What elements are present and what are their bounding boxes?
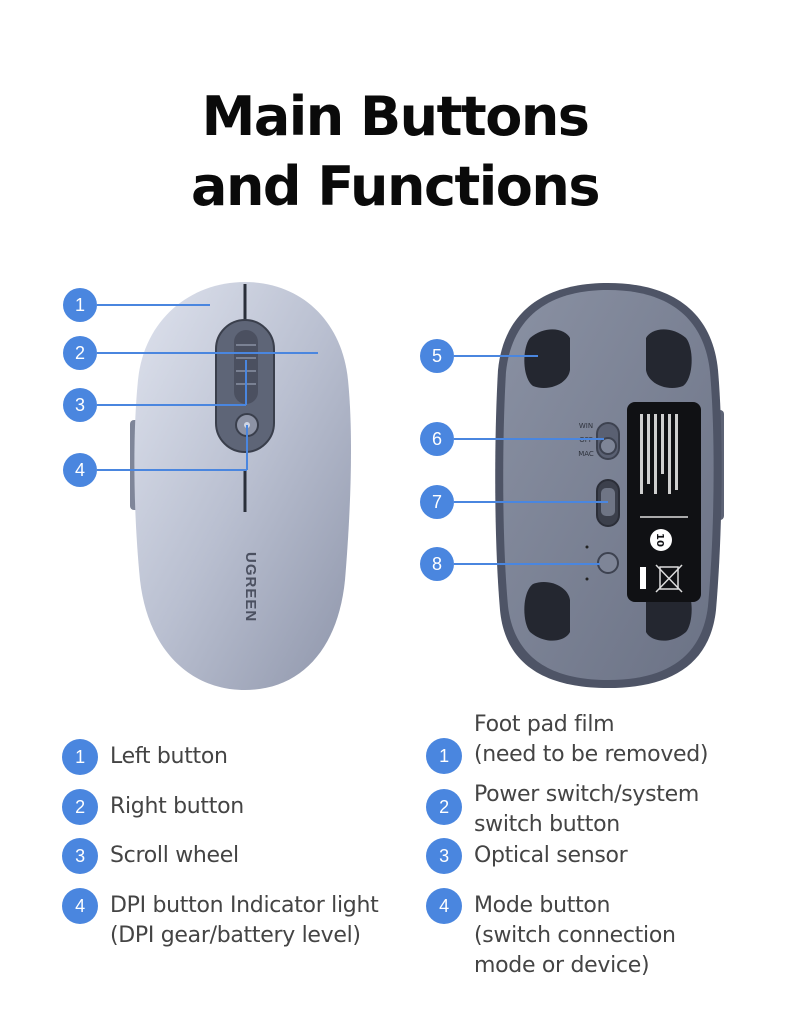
front-mouse: UGREEN [130,282,352,690]
legend-text-line1: Power switch/system [474,782,699,807]
callout-1: 1 [63,288,97,322]
legend-text: Left button [110,744,228,769]
legend-number: 3 [62,838,98,874]
callout-5: 5 [420,339,454,373]
callout-7: 7 [420,485,454,519]
title-line-1: Main Buttons [201,85,590,148]
legend-text-line3: mode or device) [474,953,650,978]
back-callout-lines [454,355,608,565]
callout-3: 3 [63,388,97,422]
legend-number: 3 [426,838,462,874]
legend-text: Optical sensor [474,843,628,868]
legend-text: Scroll wheel [110,843,239,868]
switch-label-win: WIN [579,422,593,430]
legend-number: 2 [62,789,98,825]
label-badge-text: 10 [654,533,665,547]
legend-text-line2: switch button [474,812,620,837]
legend-number: 2 [426,789,462,825]
legend-text-line1: Mode button [474,893,611,918]
legend-text-line2: (DPI gear/battery level) [110,923,361,948]
switch-label-mac: MAC [578,450,594,458]
back-mouse: WIN OFF MAC 10 [495,283,724,688]
callout-2: 2 [63,336,97,370]
callout-8: 8 [420,547,454,581]
legend-number: 1 [62,739,98,775]
mouse-illustrations: UGREEN WIN OFF MAC 10 [97,282,724,690]
title-line-2: and Functions [191,155,600,218]
callout-4: 4 [63,453,97,487]
legend-text-line2: (switch connection [474,923,676,948]
legend-text-line2: (need to be removed) [474,742,709,767]
callout-6: 6 [420,422,454,456]
legend-number: 1 [426,738,462,774]
legend-text-line1: Foot pad film [474,712,615,737]
front-callout-lines [97,304,318,471]
legend-text: Right button [110,794,244,819]
legend-number: 4 [62,888,98,924]
legend-number: 4 [426,888,462,924]
brand-logo: UGREEN [242,552,259,622]
legend-text-line1: DPI button Indicator light [110,893,379,918]
